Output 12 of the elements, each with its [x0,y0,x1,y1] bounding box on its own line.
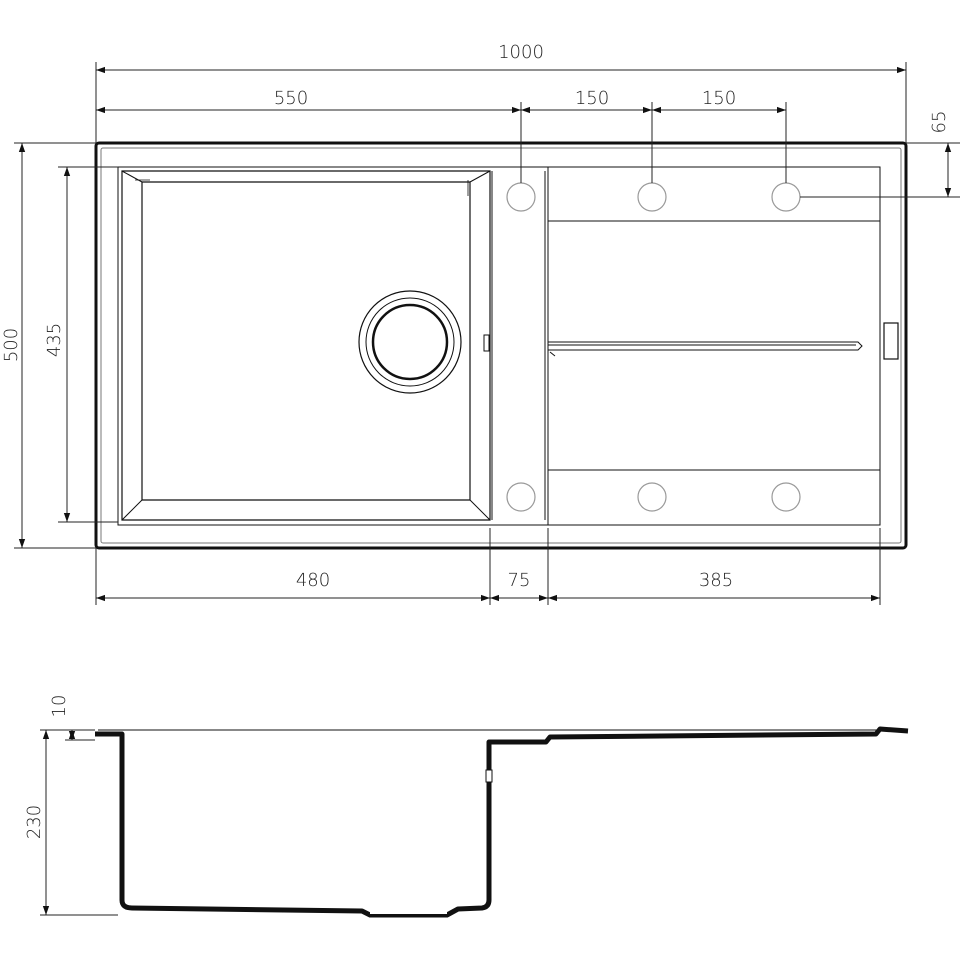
dimension-label: 150 [574,90,610,108]
dimension-label: 230 [26,804,44,840]
dimension-label: 1000 [498,44,544,62]
dimension-label: 385 [698,572,734,590]
dimension-label: 480 [296,572,330,590]
dimension-label: 435 [46,322,64,358]
dimension-label: 65 [931,110,949,134]
dimension-label: 75 [508,572,530,590]
dimension-label: 150 [702,90,736,108]
dimension-label: 550 [274,90,308,108]
dimension-label: 500 [3,328,21,362]
dimension-label: 10 [51,694,69,718]
